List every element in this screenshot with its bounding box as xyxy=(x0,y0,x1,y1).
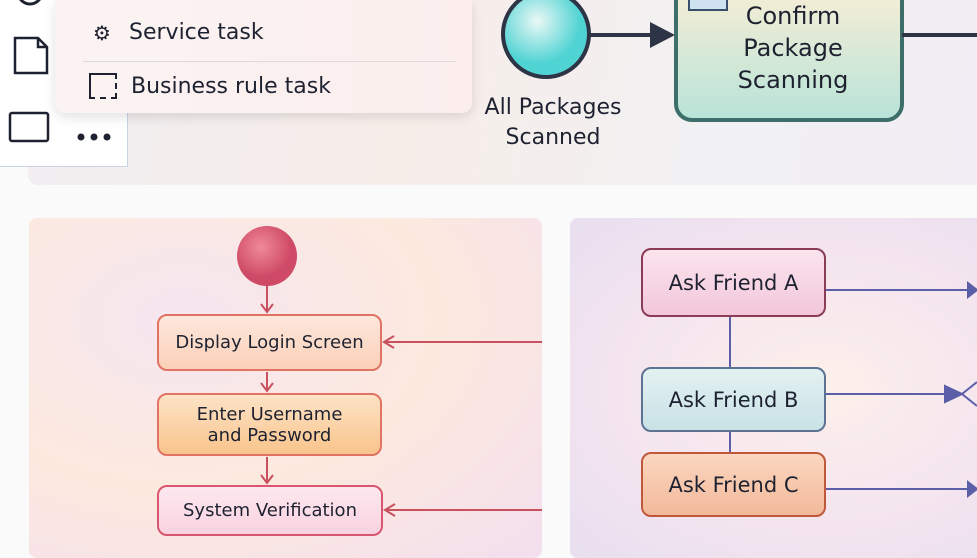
more-icon[interactable] xyxy=(77,133,111,141)
task-label-line: Confirm xyxy=(745,2,841,30)
step-label: Enter Username and Password xyxy=(196,403,343,446)
event-label-line: All Packages xyxy=(484,95,622,120)
task-type-menu: ⚙ Service task Business rule task xyxy=(55,0,472,113)
step-label: Ask Friend A xyxy=(668,270,799,295)
task-type-icon xyxy=(688,0,728,11)
step-label: Ask Friend C xyxy=(668,472,799,497)
step-system-verification[interactable]: System Verification xyxy=(157,485,383,536)
data-object-icon[interactable] xyxy=(13,36,49,75)
business-rule-icon xyxy=(89,73,117,99)
menu-item-service-task[interactable]: ⚙ Service task xyxy=(89,20,264,45)
intermediate-event[interactable] xyxy=(501,0,591,79)
step-ask-friend-b[interactable]: Ask Friend B xyxy=(641,367,826,432)
menu-item-label: Business rule task xyxy=(131,73,331,99)
event-tool-icon[interactable] xyxy=(18,0,42,6)
step-label: Display Login Screen xyxy=(175,332,364,353)
menu-divider xyxy=(83,61,456,62)
step-label: System Verification xyxy=(183,500,357,521)
menu-item-label: Service task xyxy=(129,20,264,45)
task-icon[interactable] xyxy=(8,111,50,143)
event-label: All Packages Scanned xyxy=(470,93,636,153)
step-enter-credentials[interactable]: Enter Username and Password xyxy=(157,393,382,456)
gear-icon: ⚙ xyxy=(93,20,111,45)
task-confirm-package-scanning[interactable] xyxy=(674,0,904,122)
login-arrows xyxy=(260,286,542,517)
start-node[interactable] xyxy=(237,226,297,286)
task-label-line: Scanning xyxy=(737,66,849,94)
step-display-login-screen[interactable]: Display Login Screen xyxy=(157,314,382,371)
task-label-line: Package xyxy=(743,34,843,62)
step-label: Ask Friend B xyxy=(668,387,799,412)
task-label: Confirm Package Scanning xyxy=(680,0,906,96)
event-label-line: Scanned xyxy=(505,125,601,150)
step-ask-friend-c[interactable]: Ask Friend C xyxy=(641,452,826,517)
friend-arrows xyxy=(729,280,977,499)
step-ask-friend-a[interactable]: Ask Friend A xyxy=(641,248,826,317)
arrow-head-icon xyxy=(650,22,675,48)
menu-item-business-rule-task[interactable]: Business rule task xyxy=(89,73,331,99)
